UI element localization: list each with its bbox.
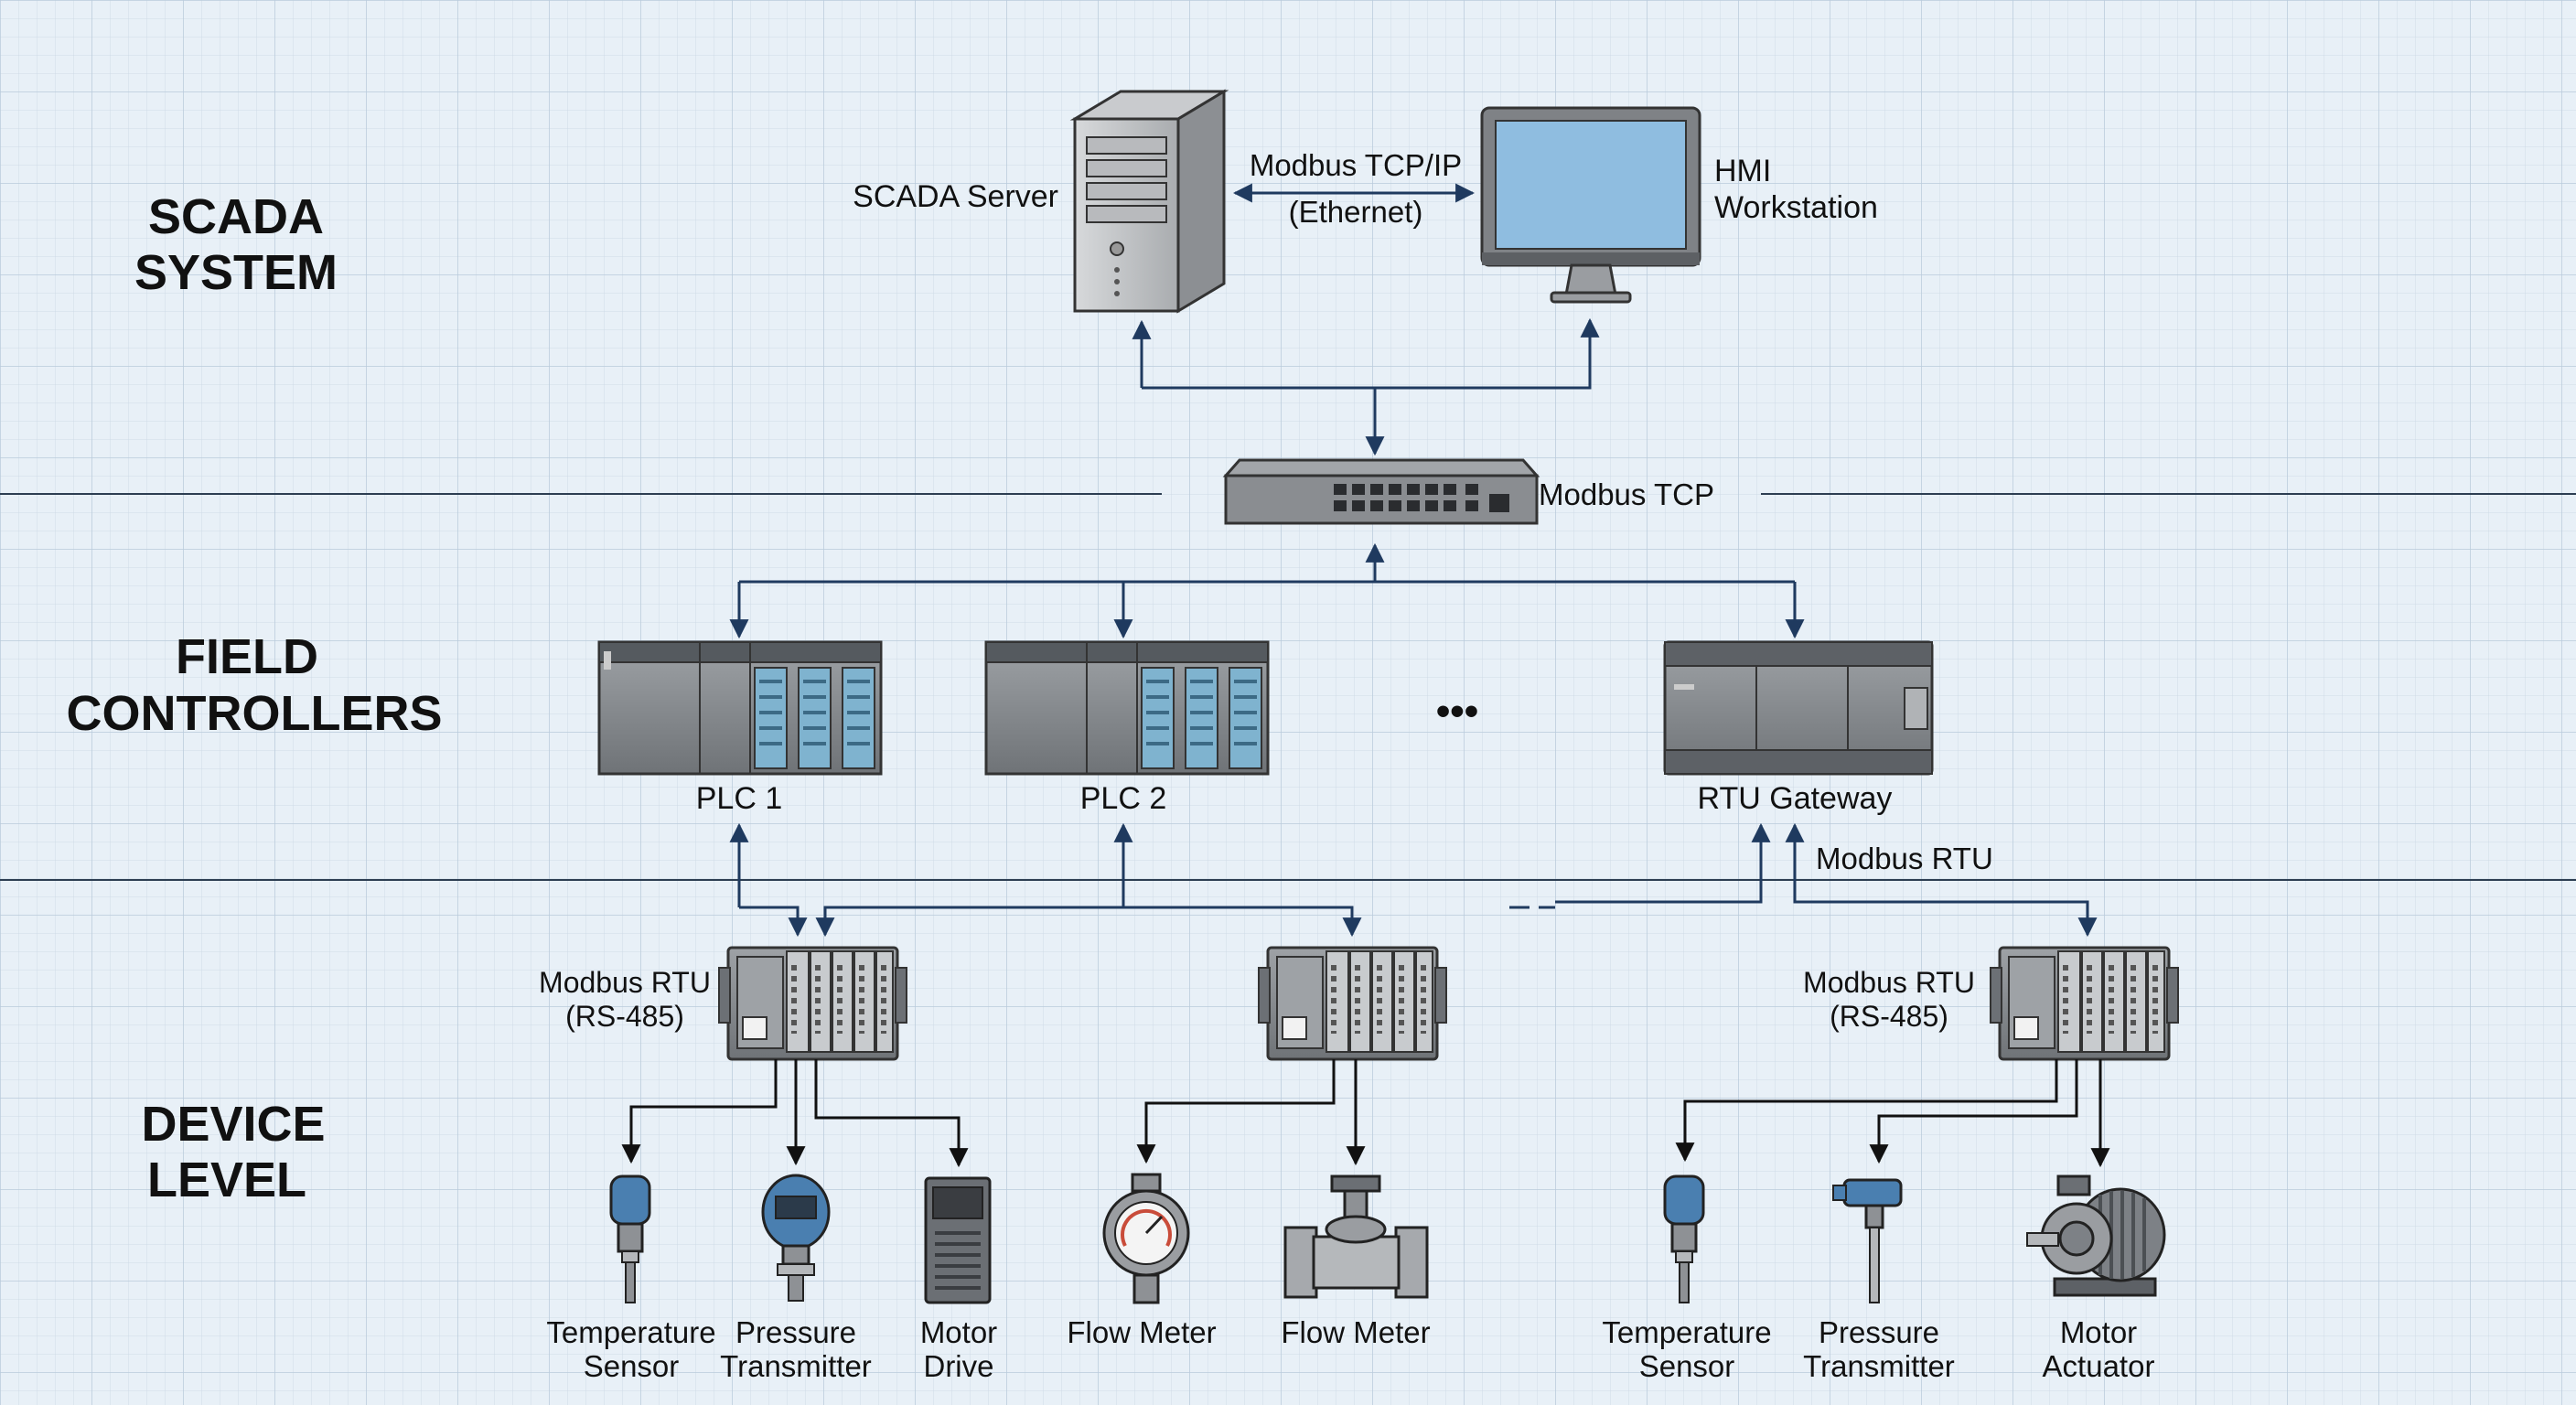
temperature-sensor-icon[interactable] <box>1663 1174 1705 1303</box>
device-label-pressure-1-line1: Pressure <box>735 1315 856 1349</box>
tier-title-scada-line2: SYSTEM <box>134 245 338 300</box>
io-module-middle-icon[interactable] <box>1258 946 1447 1061</box>
pressure-transmitter-icon[interactable] <box>1832 1178 1903 1303</box>
device-label-pressure-2-line2: Transmitter <box>1803 1349 1955 1383</box>
device-label-temperature-1-line1: Temperature <box>546 1315 715 1349</box>
tier-title-field-line2: CONTROLLERS <box>67 686 443 741</box>
plc1-icon[interactable] <box>597 640 883 776</box>
tier-title-device-line2: LEVEL <box>147 1153 306 1207</box>
device-label-temperature-2-line1: Temperature <box>1602 1315 1771 1349</box>
io-module-right-icon[interactable] <box>1990 946 2179 1061</box>
io-to-device-links <box>621 1059 2110 1168</box>
io-left-label-line2: (RS-485) <box>565 1000 684 1033</box>
controllers-to-io-links <box>729 822 2098 938</box>
rtu-gateway-icon[interactable] <box>1663 640 1934 776</box>
hmi-label-line2: Workstation <box>1714 190 1878 225</box>
device-label-motor-drive-line1: Motor <box>920 1315 997 1349</box>
hmi-workstation-icon[interactable] <box>1480 106 1701 304</box>
switch-label: Modbus TCP <box>1539 477 1714 511</box>
pressure-transmitter-icon[interactable] <box>761 1174 831 1302</box>
flow-meter-valve-icon[interactable] <box>1283 1174 1429 1299</box>
rtu-bus-label: Modbus RTU <box>1816 842 1993 875</box>
flow-meter-gauge-icon[interactable] <box>1102 1173 1190 1304</box>
plc2-icon[interactable] <box>984 640 1270 776</box>
rtu-gateway-label: RTU Gateway <box>1698 781 1893 816</box>
network-switch-icon[interactable] <box>1222 458 1540 525</box>
device-label-motor-drive-line2: Drive <box>923 1349 993 1383</box>
scada-server-label: SCADA Server <box>853 179 1058 214</box>
tier-title-field-line1: FIELD <box>176 629 318 684</box>
io-right-label-line2: (RS-485) <box>1830 1000 1948 1033</box>
device-label-motor-actuator-line1: Motor <box>2060 1315 2137 1349</box>
scada-server-icon[interactable] <box>1069 89 1229 314</box>
tier-title-scada-line1: SCADA <box>148 189 324 244</box>
temperature-sensor-icon[interactable] <box>609 1174 651 1303</box>
plc2-label: PLC 2 <box>1080 781 1167 816</box>
device-label-flow-meter-2: Flow Meter <box>1281 1315 1430 1349</box>
ethernet-link-label-line2: (Ethernet) <box>1289 195 1423 229</box>
io-module-left-icon[interactable] <box>718 946 907 1061</box>
hmi-label-line1: HMI <box>1714 154 1771 188</box>
switch-to-controllers-links <box>729 542 1805 639</box>
device-label-pressure-2-line1: Pressure <box>1819 1315 1939 1349</box>
device-label-temperature-2-line2: Sensor <box>1639 1349 1735 1383</box>
scada-to-switch-links <box>1132 317 1600 456</box>
device-label-motor-actuator-line2: Actuator <box>2043 1349 2155 1383</box>
tier-title-device-line1: DEVICE <box>141 1097 325 1152</box>
io-left-label-line1: Modbus RTU <box>539 966 711 999</box>
ethernet-link-label-line1: Modbus TCP/IP <box>1250 148 1462 182</box>
motor-actuator-icon[interactable] <box>2026 1174 2166 1297</box>
io-right-label-line1: Modbus RTU <box>1803 966 1975 999</box>
plc1-label: PLC 1 <box>696 781 783 816</box>
motor-drive-icon[interactable] <box>924 1176 992 1304</box>
device-label-flow-meter-1: Flow Meter <box>1067 1315 1216 1349</box>
device-label-pressure-1-line2: Transmitter <box>720 1349 872 1383</box>
device-label-temperature-1-line2: Sensor <box>584 1349 680 1383</box>
more-controllers-ellipsis: ••• <box>1436 689 1478 734</box>
